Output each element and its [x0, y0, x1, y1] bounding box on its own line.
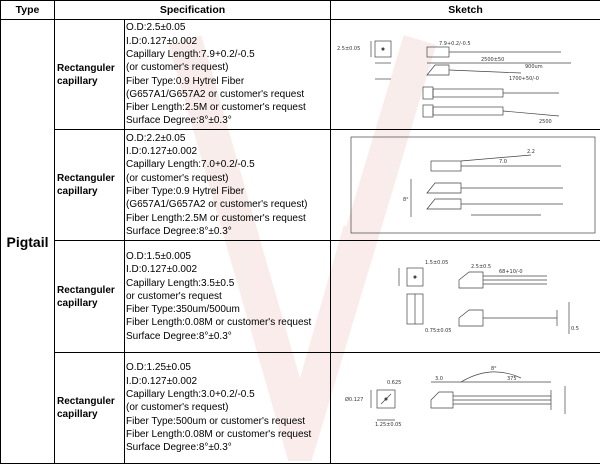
spec-line: I.D:0.127±0.002 — [126, 35, 330, 48]
header-sketch: Sketch — [331, 1, 600, 20]
sketch-dimension: 0.625 — [387, 380, 401, 386]
spec-list: O.D:2.2±0.05 I.D:0.127±0.002 Capillary L… — [125, 130, 331, 241]
spec-list: O.D:1.25±0.05 I.D:0.127±0.002 Capillary … — [125, 353, 331, 464]
spec-line: Fiber Type:350um/500um — [126, 303, 330, 316]
spec-line: Capillary Length:3.5±0.5 — [126, 277, 330, 290]
sketch-dimension: 2.5±0.05 — [337, 46, 360, 52]
sketch-drawing-3: 1.5±0.05 2.5±0.5 68+10/-0 0.75±0.05 0.5 — [331, 242, 599, 352]
sketch-dimension: 8° — [403, 197, 409, 203]
sketch-dimension: 7.9+0.2/-0.5 — [439, 41, 471, 47]
sketch-dimension: Ø0.127 — [345, 396, 363, 403]
header-type: Type — [1, 1, 55, 20]
spec-line: or customer's request — [126, 290, 330, 303]
product-name-line: capillary — [57, 75, 124, 88]
sketch-dimension: 1.5±0.05 — [425, 260, 448, 266]
spec-line: Fiber Type:500um or customer's request — [126, 415, 330, 428]
product-name-line: capillary — [57, 408, 124, 421]
spec-line: I.D:0.127±0.002 — [126, 263, 330, 276]
spec-line: O.D:1.25±0.05 — [126, 361, 330, 374]
sketch-dimension: 900um — [525, 64, 543, 70]
sketch-cell: 2.2 7.0 8° — [331, 130, 600, 241]
spec-line: Fiber Type:0.9 Hytrel Fiber — [126, 185, 330, 198]
sketch-dimension: 375 — [507, 376, 517, 382]
product-name-line: Rectanguler — [57, 62, 124, 75]
spec-line: Fiber Length:2.5M or customer's request — [126, 212, 330, 225]
spec-line: O.D:2.2±0.05 — [126, 132, 330, 145]
spec-line: Surface Degree:8°±0.3° — [126, 114, 330, 127]
sketch-drawing-2: 2.2 7.0 8° — [331, 131, 599, 240]
product-name: Rectanguler capillary — [55, 20, 125, 130]
sketch-cell: 0.625 1.25±0.05 3.0 Ø0.127 375 8° — [331, 353, 600, 464]
sketch-dimension: 1700+50/-0 — [509, 76, 539, 82]
header-specification: Specification — [55, 1, 331, 20]
spec-line: (or customer's request) — [126, 172, 330, 185]
table-row: Pigtail Rectanguler capillary O.D:2.5±0.… — [1, 20, 600, 130]
sketch-dimension: 2.2 — [527, 149, 535, 155]
sketch-dimension: 2500±50 — [481, 57, 504, 63]
spec-line: Fiber Length:0.08M or customer's request — [126, 316, 330, 329]
product-name-line: capillary — [57, 297, 124, 310]
sketch-dimension: 2.5±0.5 — [471, 264, 491, 270]
sketch-cell: 1.5±0.05 2.5±0.5 68+10/-0 0.75±0.05 0.5 — [331, 241, 600, 353]
sketch-dimension: 2500 — [539, 119, 552, 125]
product-name-line: Rectanguler — [57, 395, 124, 408]
table-row: Rectanguler capillary O.D:1.25±0.05 I.D:… — [1, 353, 600, 464]
spec-line: Fiber Length:0.08M or customer's request — [126, 428, 330, 441]
spec-line: Capillary Length:7.9+0.2/-0.5 — [126, 48, 330, 61]
spec-line: Surface Degree:8°±0.3° — [126, 330, 330, 343]
spec-line: Surface Degree:8°±0.3° — [126, 225, 330, 238]
sketch-dimension: 0.5 — [571, 326, 579, 332]
sketch-cell: 2.5±0.05 7.9+0.2/-0.5 2500±50 900um 1700… — [331, 20, 600, 130]
product-name: Rectanguler capillary — [55, 130, 125, 241]
spec-line: (or customer's request) — [126, 401, 330, 414]
sketch-dimension: 0.75±0.05 — [425, 328, 451, 334]
spec-line: (G657A1/G657A2 or customer's request — [126, 88, 330, 101]
sketch-dimension: 7.0 — [499, 159, 507, 165]
spec-line: Surface Degree:8°±0.3° — [126, 441, 330, 454]
type-cell: Pigtail — [1, 20, 55, 464]
sketch-dimension: 1.25±0.05 — [375, 422, 401, 428]
spec-line: I.D:0.127±0.002 — [126, 145, 330, 158]
product-name-line: Rectanguler — [57, 284, 124, 297]
product-name: Rectanguler capillary — [55, 241, 125, 353]
spec-line: Fiber Type:0.9 Hytrel Fiber — [126, 75, 330, 88]
product-name: Rectanguler capillary — [55, 353, 125, 464]
sketch-dimension: 3.0 — [435, 376, 443, 382]
spec-line: Capillary Length:3.0+0.2/-0.5 — [126, 388, 330, 401]
spec-line: I.D:0.127±0.002 — [126, 375, 330, 388]
spec-line: O.D:2.5±0.05 — [126, 21, 330, 34]
spec-line: (G657A1/G657A2 or customer's request) — [126, 198, 330, 211]
spec-line: Capillary Length:7.0+0.2/-0.5 — [126, 158, 330, 171]
spec-line: (or customer's request) — [126, 61, 330, 74]
product-name-line: Rectanguler — [57, 172, 124, 185]
sketch-drawing-1: 2.5±0.05 7.9+0.2/-0.5 2500±50 900um 1700… — [331, 21, 599, 129]
product-name-line: capillary — [57, 185, 124, 198]
sketch-dimension: 8° — [491, 366, 497, 372]
table-row: Rectanguler capillary O.D:1.5±0.005 I.D:… — [1, 241, 600, 353]
spec-list: O.D:1.5±0.005 I.D:0.127±0.002 Capillary … — [125, 241, 331, 353]
spec-line: O.D:1.5±0.005 — [126, 250, 330, 263]
sketch-dimension: 68+10/-0 — [499, 269, 523, 275]
sketch-drawing-4: 0.625 1.25±0.05 3.0 Ø0.127 375 8° — [331, 354, 599, 463]
spec-line: Fiber Length:2.5M or customer's request — [126, 101, 330, 114]
spec-list: O.D:2.5±0.05 I.D:0.127±0.002 Capillary L… — [125, 20, 331, 130]
table-row: Rectanguler capillary O.D:2.2±0.05 I.D:0… — [1, 130, 600, 241]
table-header-row: Type Specification Sketch — [1, 1, 600, 20]
